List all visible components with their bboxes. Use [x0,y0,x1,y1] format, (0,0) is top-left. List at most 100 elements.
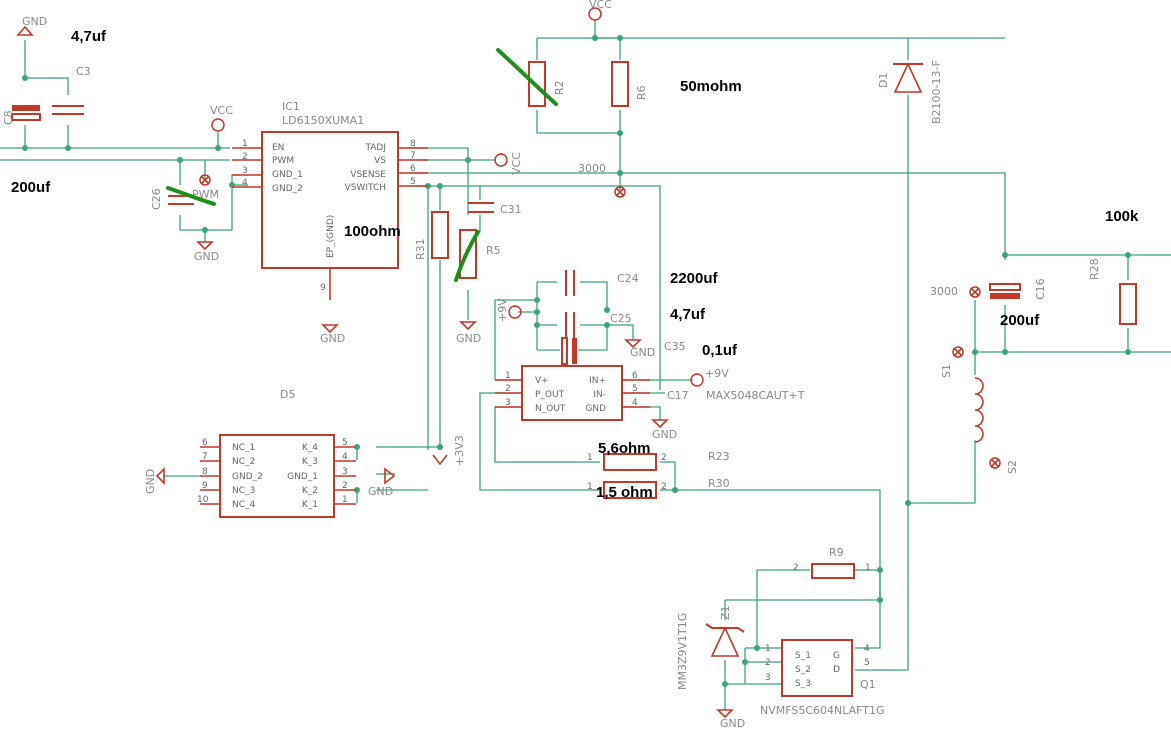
vcc-symbol-ic1: VCC [210,104,233,132]
c17-label: C17 [667,389,689,402]
c31-label: C31 [500,203,522,216]
svg-text:VS: VS [374,156,386,166]
annotation-r28-value: 100k [1105,208,1139,225]
svg-text:5: 5 [864,658,870,668]
svg-text:K_1: K_1 [302,500,318,510]
svg-text:IN-: IN- [593,390,606,400]
ic-max5048: V+ P_OUT N_OUT IN+ IN- GND 1 2 3 6 5 4 M… [495,365,805,421]
junction-dots [22,35,1131,687]
d5-right-pins: K_4 K_3 GND_1 K_2 K_1 5 4 3 2 1 [287,438,356,510]
r5-label: R5 [486,244,501,257]
ic1-right-pins: TADJ VS VSENSE VSWITCH 8 7 6 5 [345,139,428,193]
svg-text:TADJ: TADJ [364,143,386,153]
ic1-ld6150: IC1 LD6150XUMA1 EN PWM GND_1 GND_2 1 2 3… [232,100,428,300]
svg-text:GND: GND [320,332,345,345]
q1-label: Q1 [860,678,876,691]
svg-text:GND: GND [630,346,655,359]
svg-text:1: 1 [587,482,593,492]
svg-text:GND_1: GND_1 [272,170,303,180]
r23-label: R23 [708,450,730,463]
svg-text:GND: GND [368,485,393,498]
d1-label: D1 [877,73,890,88]
svg-text:S_3: S_3 [795,679,811,689]
capacitor-c25: C25 [565,312,632,338]
mosfet-q1: S_1 S_2 S_3 G D 1 2 3 4 5 Q1 NVMFS5C604N… [760,639,885,717]
svg-text:1: 1 [865,563,871,573]
gnd-symbol-r5: GND [456,321,481,345]
svg-text:V+: V+ [535,376,549,386]
resistor-r31: R31 [414,211,449,260]
svg-text:5: 5 [342,438,348,448]
gnd-label: GND [22,15,47,28]
c16-label: C16 [1034,278,1047,300]
annotation-c24-value: 2200uf [670,270,719,287]
svg-text:4: 4 [342,452,348,462]
svg-text:6: 6 [202,438,208,448]
d5-label: D5 [280,388,295,401]
r6-label: R6 [635,85,648,100]
svg-text:GND: GND [194,250,219,263]
z1-part: MM3Z9V1T1G [676,613,689,690]
resistor-r9: R9 2 1 [793,546,871,579]
capacitor-c26: C26 [150,188,194,210]
svg-text:2: 2 [793,563,799,573]
vcc-symbol-top: VCC [588,0,612,21]
gnd-symbol-ic1: GND [320,324,345,345]
capacitor-c16: C16 [989,278,1047,300]
svg-text:3: 3 [505,398,511,408]
resistor-r6: R6 [611,61,648,107]
annotation-r5-value: 100ohm [344,223,401,240]
svg-text:6: 6 [632,371,638,381]
svg-text:7: 7 [410,151,416,161]
annotation-c26-value: 200uf [11,179,51,196]
diode-d1: D1 B2100-13-F [877,60,943,124]
annotation-c16-value: 200uf [1000,312,1040,329]
svg-text:GND: GND [456,332,481,345]
ic1-part: LD6150XUMA1 [282,114,364,127]
svg-text:VCC: VCC [510,152,523,175]
svg-text:VSENSE: VSENSE [350,170,386,180]
svg-text:VCC: VCC [589,0,612,11]
svg-text:D: D [833,665,840,675]
p9v-symbol-left: +9V [496,298,522,322]
c26-label: C26 [150,188,163,210]
svg-text:GND: GND [652,428,677,441]
inductor-s2: S2 [989,457,1019,474]
gnd-symbol-max5048: GND [651,419,677,441]
annotation-c8-value: 4,7uf [71,28,107,45]
svg-text:3: 3 [342,467,348,477]
svg-text:GND: GND [144,469,157,494]
svg-text:4: 4 [864,644,870,654]
s2-label: S2 [1006,460,1019,474]
annotation-r23-value: 5,6ohm [598,440,651,457]
r31-label: R31 [414,238,427,260]
r9-label: R9 [829,546,844,559]
svg-text:10: 10 [197,495,209,505]
svg-text:NC_2: NC_2 [232,457,255,467]
svg-text:EP_(GND): EP_(GND) [326,215,336,258]
c8-label: C8 [2,110,15,125]
svg-text:PWM: PWM [272,156,294,166]
r2-label: R2 [553,80,566,95]
c35-label: C35 [664,340,686,353]
net-3000-right: 3000 [930,285,981,298]
annotation-c35-value: 0,1uf [702,342,738,359]
svg-text:2: 2 [505,384,511,394]
resistor-r23: 1 2 R23 [587,450,730,471]
svg-text:5: 5 [410,177,416,187]
gnd-symbol-c25: GND [624,339,655,359]
z1-label: Z1 [719,605,732,620]
vcc-label: VCC [210,104,233,117]
svg-text:+9V: +9V [705,367,729,380]
zener-z1: Z1 MM3Z9V1T1G [676,605,745,690]
svg-text:3000: 3000 [930,285,958,298]
s1-label: S1 [940,364,953,378]
svg-text:8: 8 [410,139,416,149]
value-annotations: 4,7uf 200uf 50mohm 100ohm 2200uf 4,7uf 0… [11,28,1139,501]
gnd-symbol-c26: GND [194,241,219,263]
svg-text:1: 1 [765,644,771,654]
svg-text:2: 2 [661,453,667,463]
capacitor-c31: C31 [468,202,522,216]
svg-text:4: 4 [632,398,638,408]
